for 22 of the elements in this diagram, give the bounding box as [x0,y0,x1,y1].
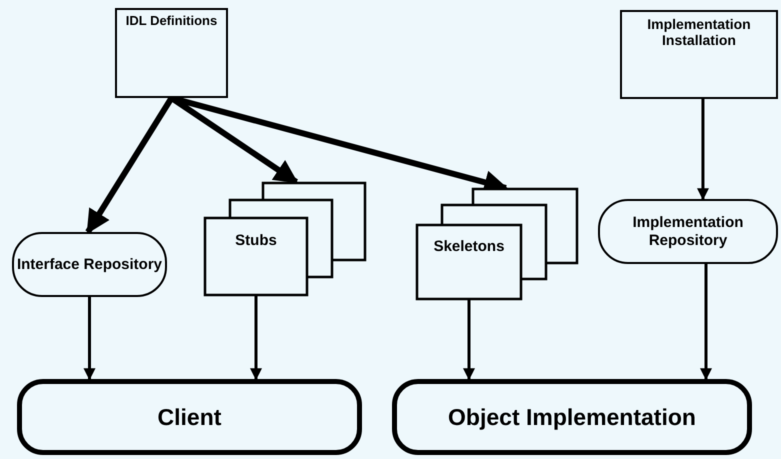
node-label: Object Implementation [448,404,696,430]
node-label: Interface Repository [16,256,162,274]
arrow [250,296,262,380]
process-box [620,10,778,99]
process-box [115,8,228,98]
rounded-box [17,379,362,455]
rounded-box [12,232,167,297]
arrow [696,99,709,200]
rounded-box [392,379,752,455]
node-label: Skeletons [434,238,504,256]
arrow [84,297,96,380]
arrow [463,300,475,380]
arrow [700,264,712,380]
node-label: Client [158,404,222,430]
node-label: Stubs [235,232,277,250]
node-label: Implementation Repository [632,214,744,249]
document-stack [204,182,366,296]
document-stack [416,188,578,300]
node-label: Implementation Installation [646,16,752,48]
arrow [85,96,174,234]
node-label: IDL Definitions [126,14,218,29]
rounded-box [598,199,778,264]
